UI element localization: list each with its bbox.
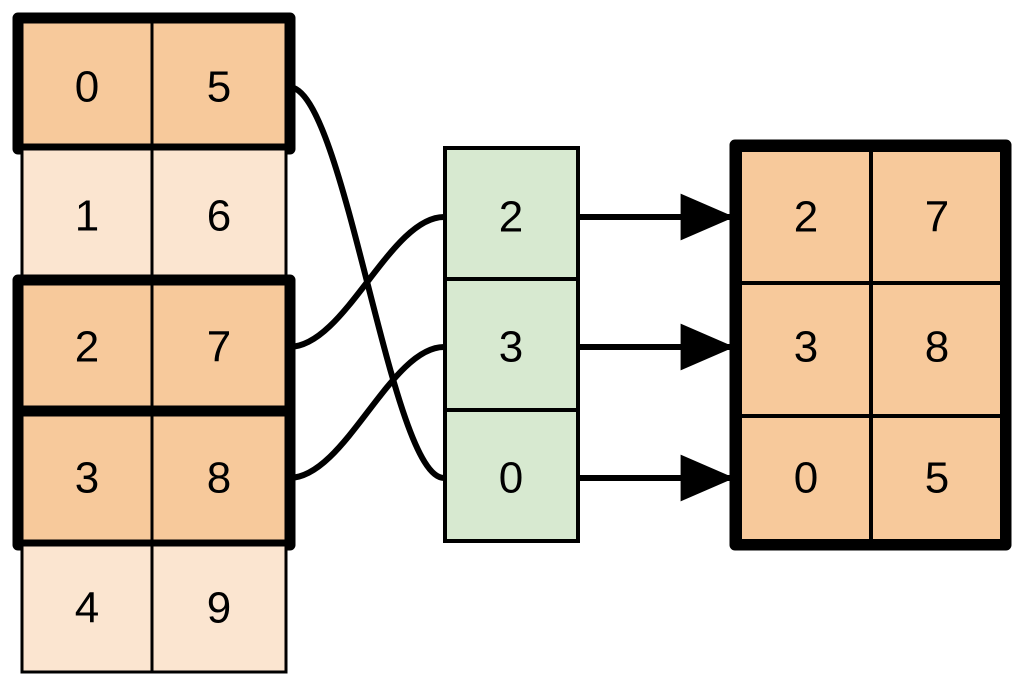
source-row-0[interactable]: 0 5 — [12, 12, 296, 155]
source-cell-1-1-label: 6 — [207, 192, 231, 241]
result-table-outline — [729, 139, 1012, 551]
source-cell-4-0-label: 4 — [75, 584, 99, 633]
result-cell-0-1-label: 7 — [925, 193, 949, 242]
index-cell-0[interactable] — [443, 146, 580, 281]
source-table: 0 5 1 6 2 7 3 8 — [12, 12, 296, 674]
source-cell-3-1-label: 8 — [207, 454, 231, 503]
result-cell-1-1-label: 8 — [925, 323, 949, 372]
result-cell-2-1-label: 5 — [925, 454, 949, 503]
index-cell-2-label: 0 — [499, 454, 523, 503]
index-column: 2 3 0 — [443, 146, 580, 543]
result-cell-1-0[interactable] — [738, 281, 873, 418]
source-cell-0-1-label: 5 — [207, 63, 231, 112]
source-cell-1-0-label: 1 — [75, 192, 99, 241]
result-table: 2 7 3 8 0 5 — [729, 139, 1012, 551]
source-rows-2-3-group: 2 7 3 8 — [12, 274, 296, 551]
source-cell-2-1-label: 7 — [207, 323, 231, 372]
result-cell-2-0-label: 0 — [794, 454, 818, 503]
source-cell-4-1[interactable] — [150, 543, 288, 674]
source-cell-0-0-label: 0 — [75, 63, 99, 112]
index-cell-1[interactable] — [443, 277, 580, 412]
link-curve-row3-to-slot1 — [286, 344, 447, 481]
source-cell-4-0[interactable] — [20, 543, 154, 674]
source-row-1[interactable]: 1 6 — [20, 147, 288, 282]
result-arrows — [580, 193, 735, 502]
index-cell-2[interactable] — [443, 408, 580, 543]
index-cell-0-label: 2 — [499, 193, 523, 242]
link-curve-row2-to-slot0 — [286, 214, 447, 350]
result-cell-1-0-label: 3 — [794, 323, 818, 372]
source-cell-2-0-label: 2 — [75, 323, 99, 372]
link-curves — [286, 84, 447, 481]
source-cell-0-0[interactable] — [20, 20, 154, 147]
index-cell-1-label: 3 — [499, 323, 523, 372]
source-row-4[interactable]: 4 9 — [20, 543, 288, 674]
source-cell-4-1-label: 9 — [207, 584, 231, 633]
source-cell-3-0-label: 3 — [75, 454, 99, 503]
result-cell-0-0-label: 2 — [794, 193, 818, 242]
result-cell-1-1[interactable] — [869, 281, 1004, 418]
